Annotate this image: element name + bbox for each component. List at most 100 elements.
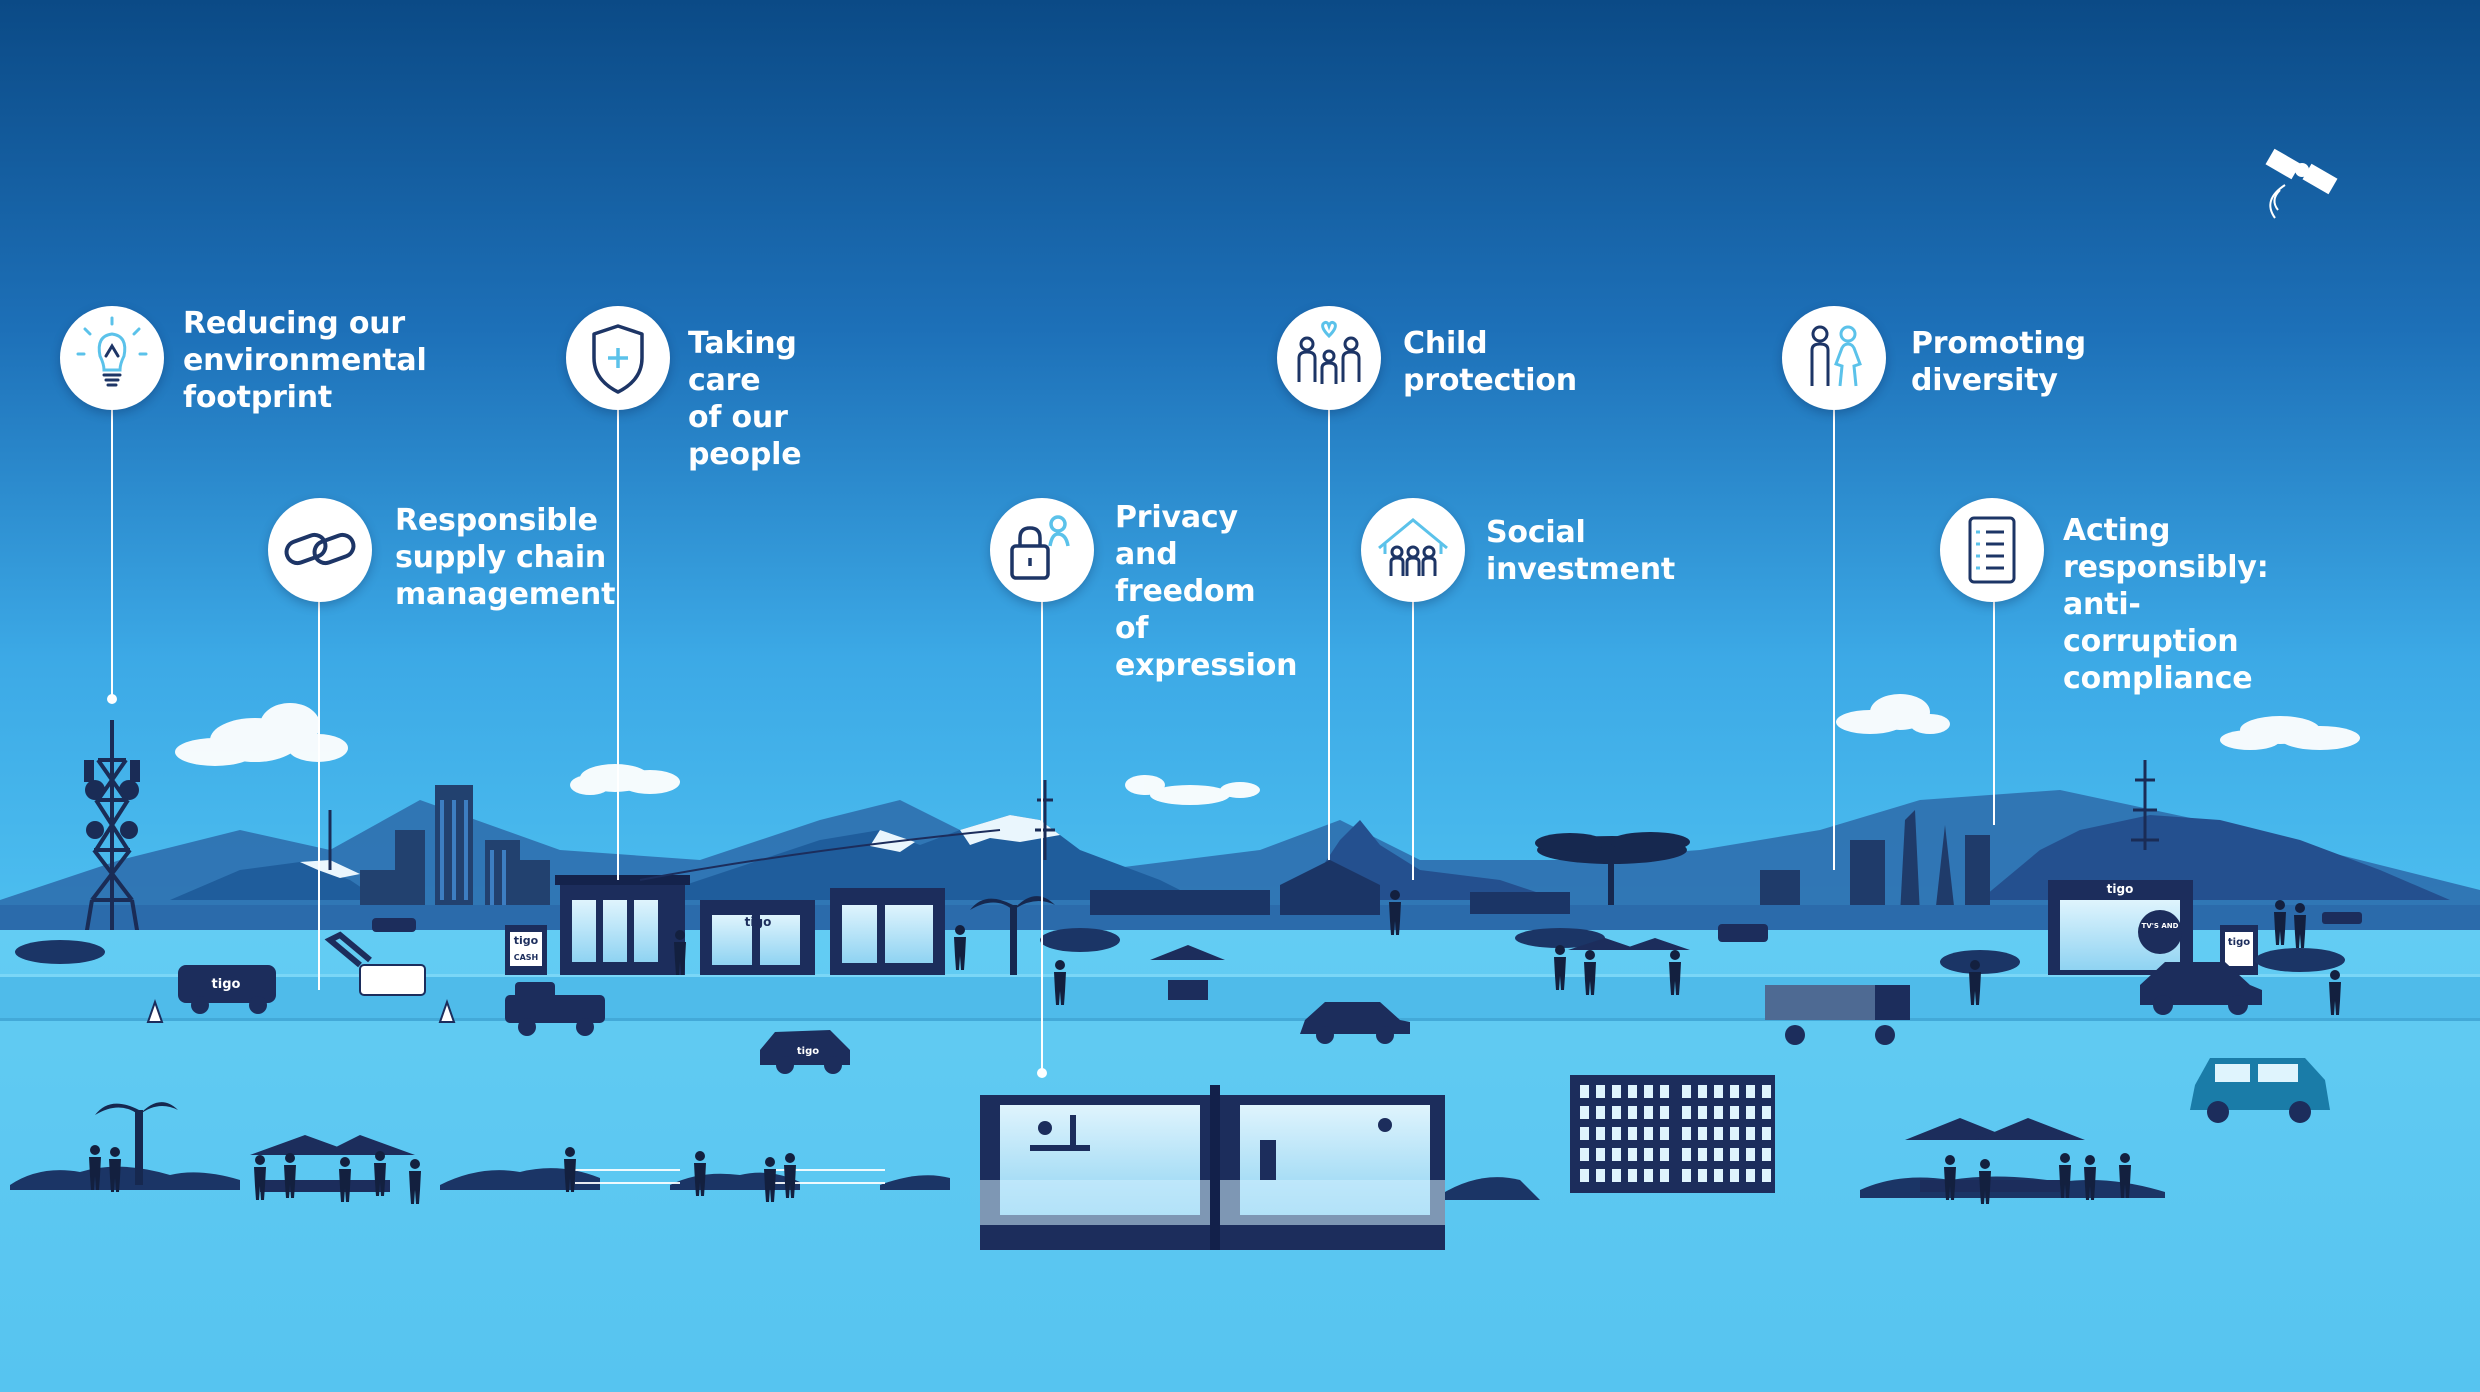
right-hills (1980, 815, 2450, 900)
callout-label: Taking care of our people (688, 326, 802, 472)
person-silhouette (109, 1147, 121, 1192)
callout-label: Acting responsibly: anti-corruption comp… (2063, 513, 2269, 696)
callout-label: Reducing our environmental footprint (183, 306, 427, 415)
apartment-window (1596, 1169, 1605, 1182)
apartment-window (1714, 1106, 1723, 1119)
clouds (175, 694, 2360, 805)
apartment-window (1730, 1127, 1739, 1140)
apartment-window (1660, 1106, 1669, 1119)
callout-stem (1833, 410, 1835, 870)
callout-label: Child protection (1403, 326, 1577, 398)
apartment-window (1730, 1085, 1739, 1098)
person-silhouette (1979, 1159, 1991, 1204)
apartment-window (1714, 1169, 1723, 1182)
apartment-window (1682, 1127, 1691, 1140)
person-silhouette (954, 925, 966, 970)
tigo-car-logo: tigo (797, 1046, 819, 1057)
lightbulb-icon (60, 306, 164, 410)
apartment-window (1714, 1148, 1723, 1161)
person-silhouette (1054, 960, 1066, 1005)
apartment-window (1596, 1106, 1605, 1119)
tigo-cash-sign-left: tigo (514, 934, 539, 947)
apartment-window (1746, 1127, 1755, 1140)
person-silhouette (284, 1153, 296, 1198)
person-silhouette (1554, 945, 1566, 990)
apartment-window (1714, 1127, 1723, 1140)
apartment-window (1628, 1169, 1637, 1182)
person-silhouette (674, 930, 686, 975)
apartment-window (1698, 1169, 1707, 1182)
teal-suv (2190, 1058, 2330, 1123)
apartment-window (1596, 1127, 1605, 1140)
callout-stem (617, 410, 619, 880)
satellite-icon (2265, 148, 2338, 219)
apartment-window (1628, 1085, 1637, 1098)
apartment-window (1644, 1085, 1653, 1098)
tigo-van-logo: tigo (212, 977, 241, 992)
apartment-window (1580, 1106, 1589, 1119)
person-silhouette (339, 1157, 351, 1202)
cash-sign-text: CASH (514, 953, 539, 962)
apartment-window (1660, 1127, 1669, 1140)
apartment-window (1682, 1169, 1691, 1182)
apartment-window (1730, 1148, 1739, 1161)
person-silhouette (564, 1147, 576, 1192)
apartment-window (1698, 1106, 1707, 1119)
person-silhouette (1669, 950, 1681, 995)
apartment-window (1730, 1169, 1739, 1182)
person-silhouette (254, 1155, 266, 1200)
apartment-window (1762, 1106, 1771, 1119)
man-woman-icon (1782, 306, 1886, 410)
apartment-window (1682, 1148, 1691, 1161)
person-silhouette (1584, 950, 1596, 995)
apartment-window (1746, 1169, 1755, 1182)
person-silhouette (784, 1153, 796, 1198)
apartment-window (1644, 1148, 1653, 1161)
checklist-icon (1940, 498, 2044, 602)
person-silhouette (2084, 1155, 2096, 1200)
telecom-tower-left (80, 720, 144, 961)
callout-stem (1328, 410, 1330, 860)
person-silhouette (1389, 890, 1401, 935)
padlock-person-icon (990, 498, 1094, 602)
apartment-window (1612, 1106, 1621, 1119)
office-pods (980, 1085, 1445, 1250)
apartment-window (1746, 1148, 1755, 1161)
tigo-cash-sign-right: tigo (2228, 937, 2250, 948)
tigo-store-right (2048, 880, 2258, 975)
acacia-tree (1535, 832, 1690, 915)
apartment-window (1746, 1106, 1755, 1119)
callout-label: Privacy and freedom of expression (1115, 500, 1298, 683)
tigo-shop-sign: tigo (745, 915, 772, 929)
lower-bushes (10, 1166, 240, 1190)
vehicles (178, 912, 2362, 1074)
apartment-window (1644, 1127, 1653, 1140)
callout-stem-dot (1037, 1068, 1047, 1078)
apartment-window (1698, 1148, 1707, 1161)
apartment-window (1714, 1085, 1723, 1098)
person-silhouette (2329, 970, 2341, 1015)
person-silhouette (2059, 1153, 2071, 1198)
shop-row-left (505, 875, 945, 975)
right-skyline (1760, 810, 1990, 915)
callout-label: Social investment (1486, 515, 1676, 587)
person-silhouette (2119, 1153, 2131, 1198)
apartment-window (1660, 1169, 1669, 1182)
sky-background (0, 0, 2480, 940)
apartment-window (1580, 1127, 1589, 1140)
apartment-window (1580, 1148, 1589, 1161)
apartment-window (1580, 1169, 1589, 1182)
callout-stem (1993, 600, 1995, 825)
apartment-window (1762, 1127, 1771, 1140)
family-heart-icon (1277, 306, 1381, 410)
apartment-window (1612, 1127, 1621, 1140)
person-silhouette (764, 1157, 776, 1202)
apartment-window (1698, 1085, 1707, 1098)
community-house-icon (1361, 498, 1465, 602)
apartment-window (1698, 1127, 1707, 1140)
person-silhouette (1969, 960, 1981, 1005)
person-silhouette (694, 1151, 706, 1196)
person-silhouette (2274, 900, 2286, 945)
apartment-window (1580, 1085, 1589, 1098)
